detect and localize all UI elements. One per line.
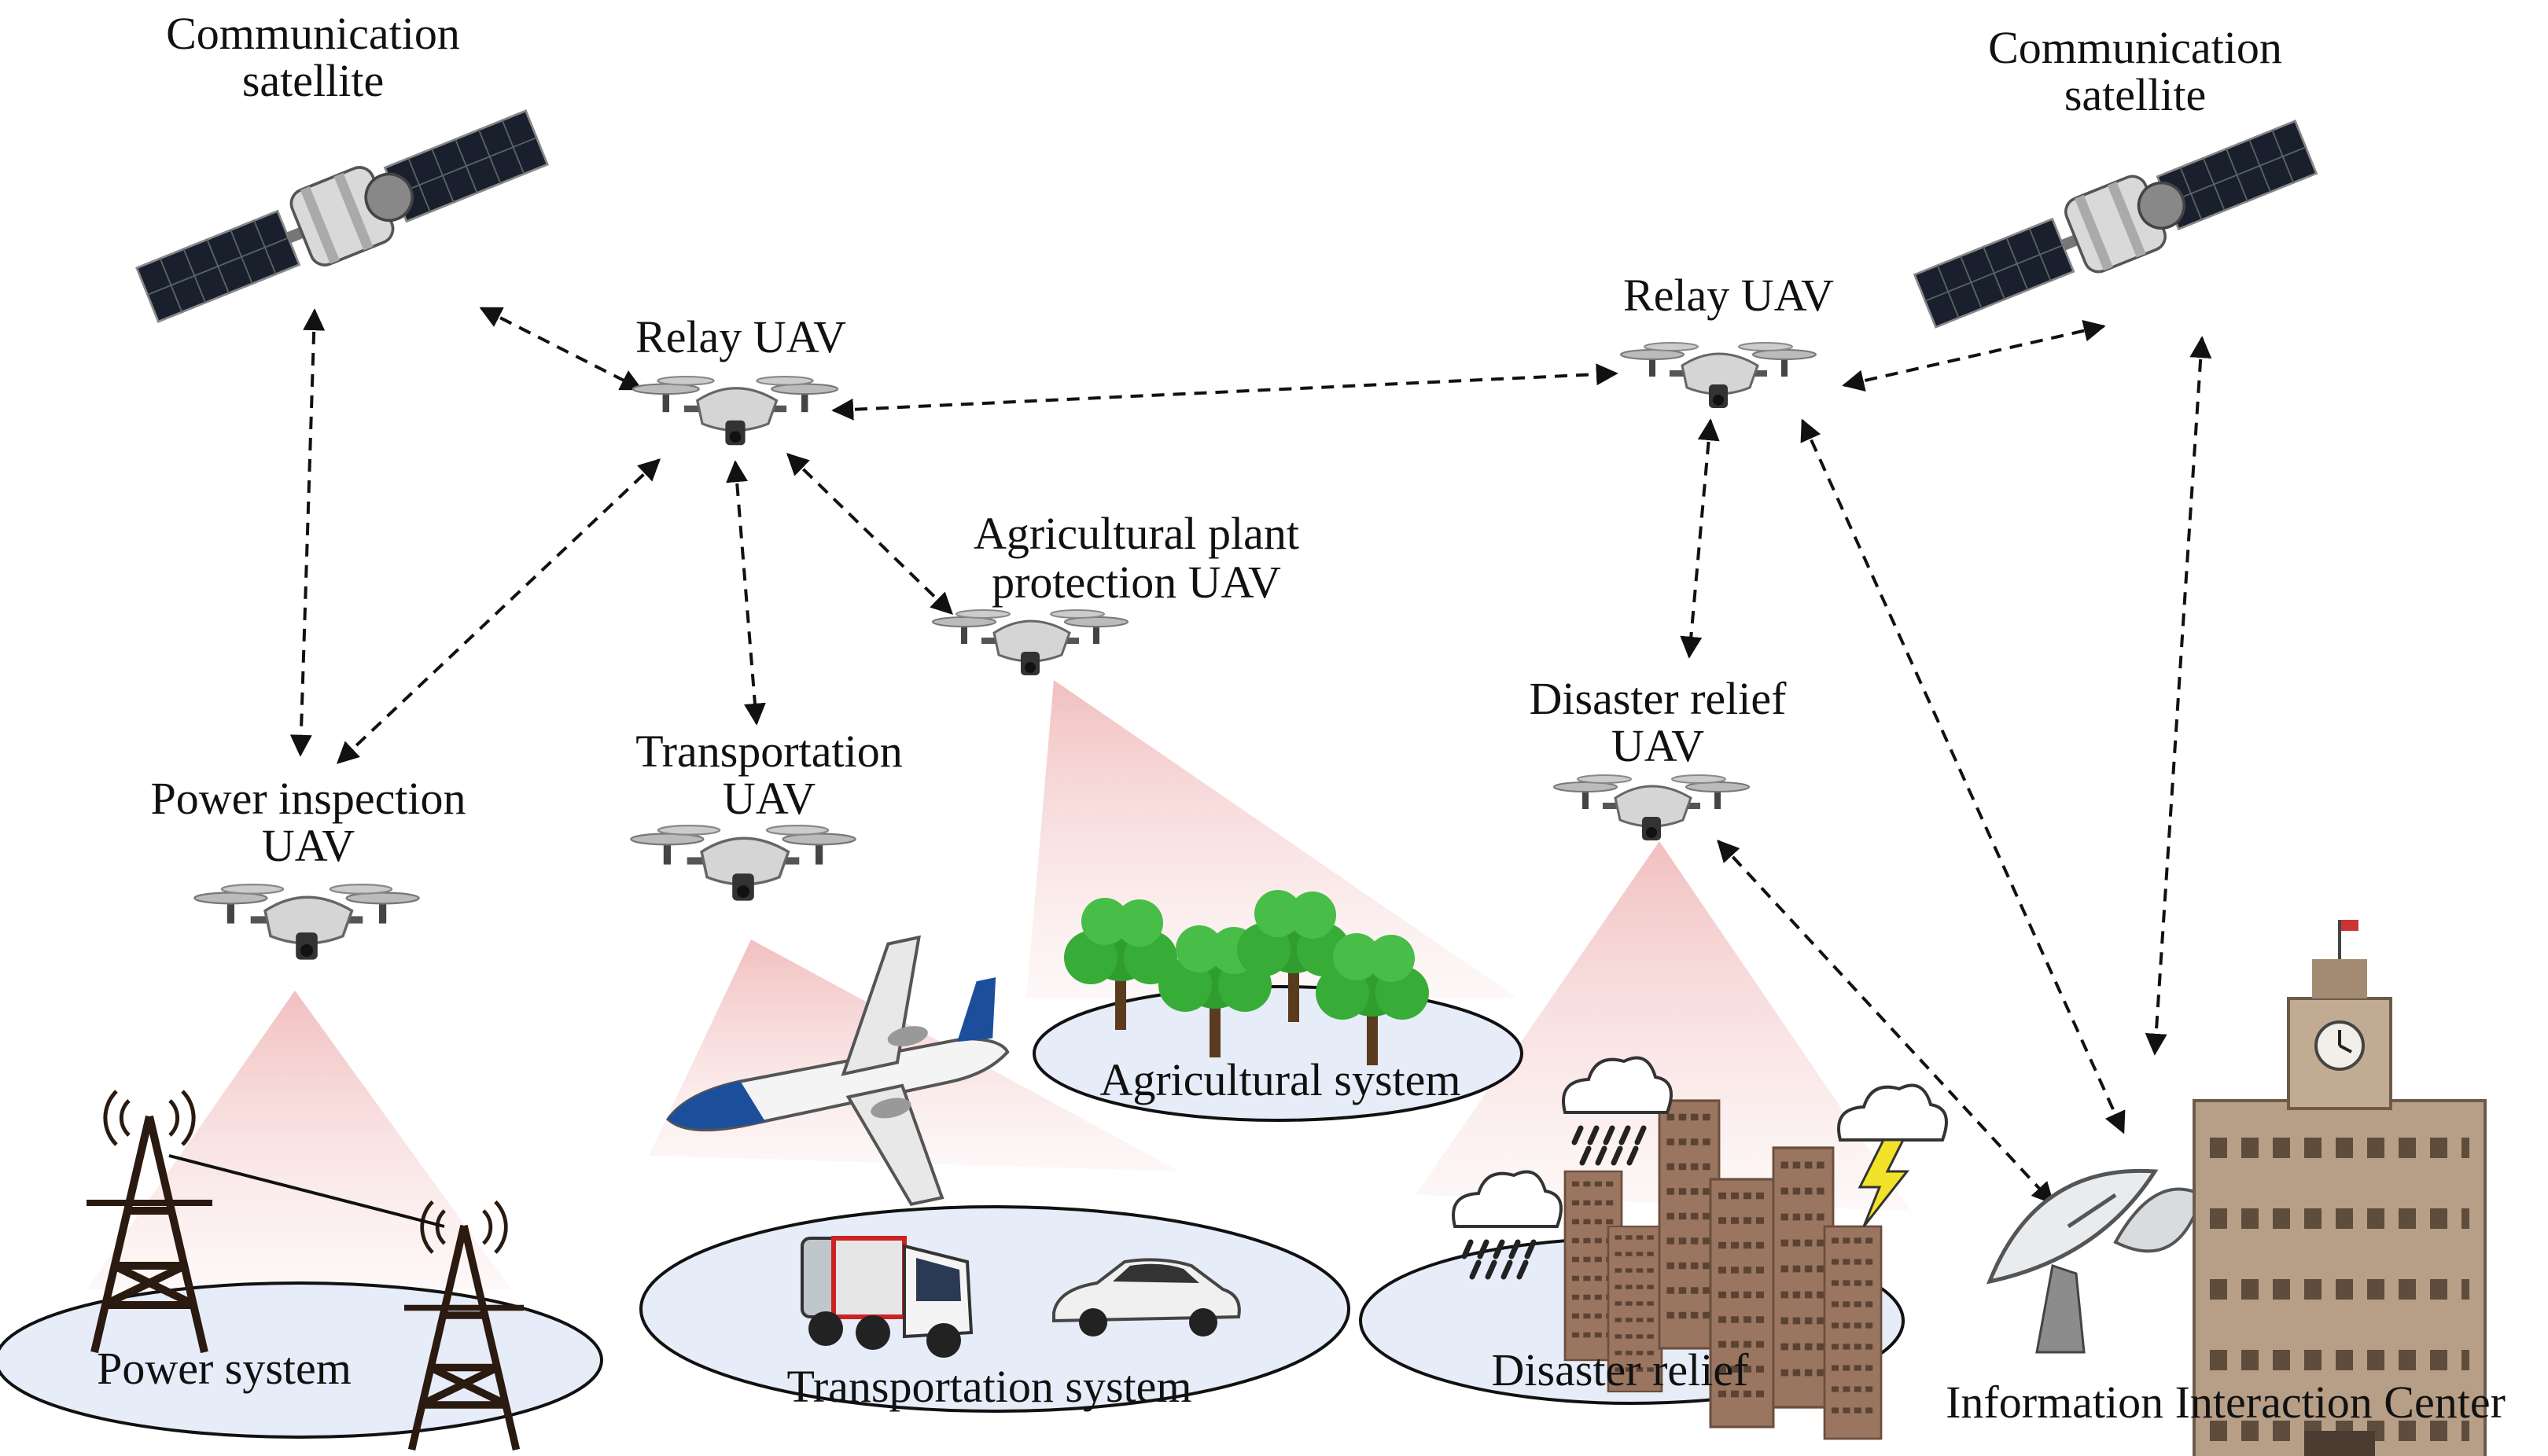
power-line bbox=[168, 1154, 445, 1228]
power-uav-icon bbox=[193, 883, 421, 961]
satellite-icon bbox=[1909, 109, 2322, 339]
svg-text:UAV: UAV bbox=[1611, 720, 1704, 771]
storm-cloud-icon bbox=[1837, 1083, 1948, 1227]
svg-text:UAV: UAV bbox=[723, 773, 816, 824]
airplane-icon bbox=[665, 935, 1010, 1206]
disaster-uav-icon bbox=[1552, 774, 1751, 842]
power-system-ellipse bbox=[0, 1281, 603, 1439]
satellite-left-label: Communication satellite bbox=[166, 8, 460, 106]
svg-text:satellite: satellite bbox=[242, 55, 384, 106]
disaster-uav-label: Disaster relief UAV bbox=[1530, 673, 1788, 771]
svg-text:Transportation: Transportation bbox=[635, 726, 902, 777]
svg-text:Disaster relief: Disaster relief bbox=[1530, 673, 1788, 724]
agri-system-ellipse bbox=[1033, 985, 1523, 1122]
transport-system-label: Transportation system bbox=[786, 1361, 1191, 1412]
satellite-right-label: Communication satellite bbox=[1988, 22, 2282, 120]
relay-uav-right-icon bbox=[1619, 341, 1817, 410]
svg-text:Power inspection: Power inspection bbox=[150, 773, 466, 824]
info-center-label: Information Interaction Center bbox=[1946, 1377, 2506, 1428]
relay-uav-left-icon bbox=[631, 375, 839, 447]
relay-uav-right-label: Relay UAV bbox=[1623, 270, 1834, 321]
power-system-label: Power system bbox=[97, 1343, 352, 1394]
clock-tower-building-icon bbox=[2193, 920, 2487, 1456]
satellite-dish-icon bbox=[1986, 1168, 2204, 1354]
svg-text:Agricultural plant: Agricultural plant bbox=[974, 508, 1299, 559]
svg-text:UAV: UAV bbox=[262, 820, 355, 871]
relay-uav-left-label: Relay UAV bbox=[635, 311, 846, 362]
power-uav-label: Power inspection UAV bbox=[150, 773, 466, 871]
transport-uav-label: Transportation UAV bbox=[635, 726, 902, 824]
agri-uav-icon bbox=[931, 609, 1129, 677]
power-uav-beam bbox=[87, 991, 511, 1289]
agri-uav-label: Agricultural plant protection UAV bbox=[974, 508, 1299, 608]
svg-text:Communication: Communication bbox=[166, 8, 460, 59]
svg-text:Communication: Communication bbox=[1988, 22, 2282, 73]
communication-links bbox=[289, 307, 2212, 1205]
satellite-icon bbox=[131, 99, 554, 333]
transport-uav-icon bbox=[629, 824, 857, 903]
svg-text:protection UAV: protection UAV bbox=[992, 557, 1281, 608]
skyscraper-icon bbox=[1824, 1226, 1881, 1439]
disaster-relief-label: Disaster relief bbox=[1492, 1344, 1750, 1395]
svg-text:satellite: satellite bbox=[2064, 69, 2206, 120]
agri-system-label: Agricultural system bbox=[1099, 1054, 1460, 1105]
truck-icon bbox=[801, 1236, 974, 1358]
car-icon bbox=[1052, 1258, 1241, 1337]
